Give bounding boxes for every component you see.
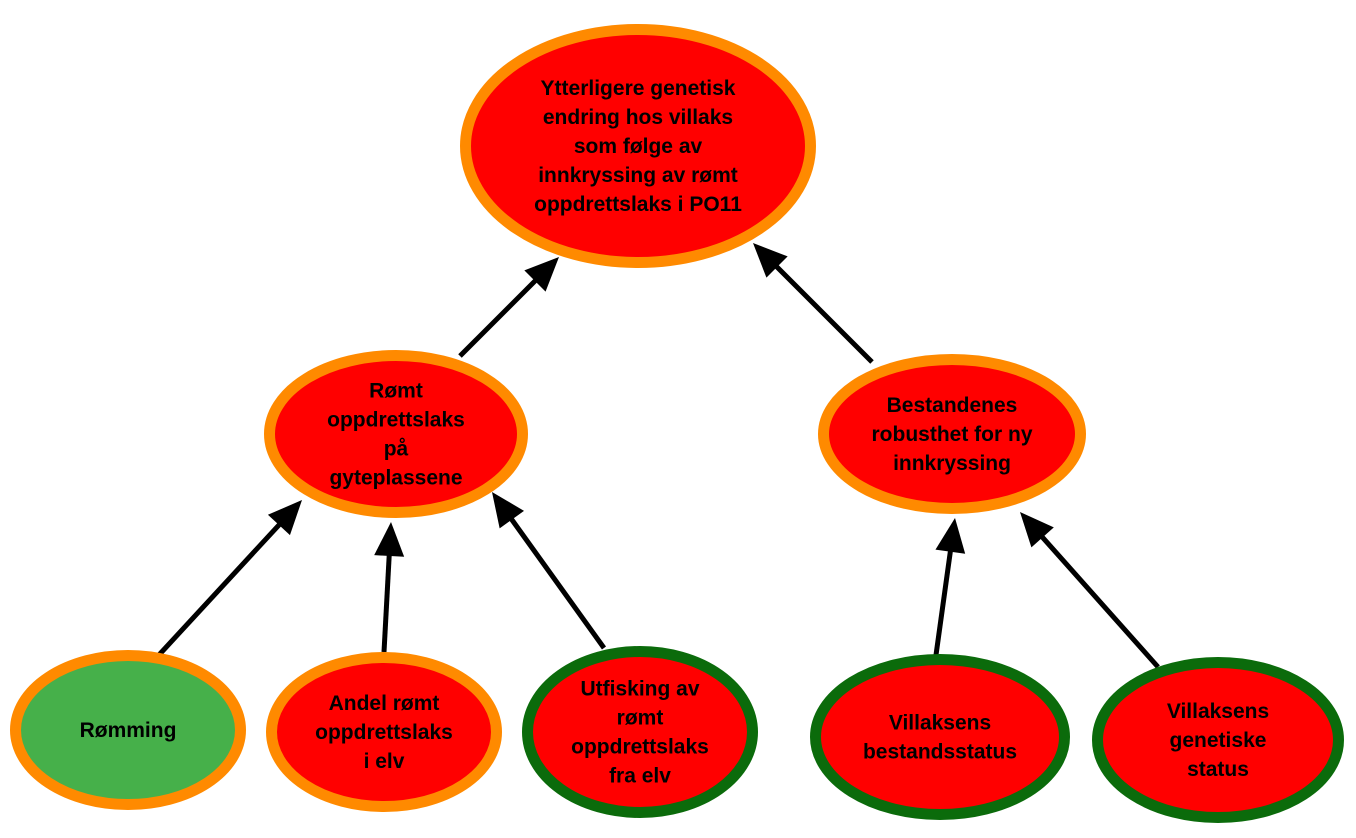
node-removal-from-river: Utfisking av rømt oppdrettslaks fra elv	[522, 646, 758, 818]
node-wild-genetic-status: Villaksens genetiske status	[1092, 657, 1344, 823]
node-label-line: som følge av	[574, 135, 703, 158]
node-label-line: endring hos villaks	[543, 106, 733, 129]
edges	[156, 243, 1160, 669]
arrow-shaft	[933, 549, 954, 656]
node-label-line: fra elv	[609, 765, 671, 788]
node-ellipse	[264, 350, 528, 518]
arrow-shaft	[156, 521, 283, 658]
node-ellipse	[460, 24, 816, 268]
node-label-line: Rømt	[369, 380, 423, 403]
node-ellipse	[522, 646, 758, 818]
arrow-wild-genetic-status-to-stock-robustness	[1020, 512, 1160, 669]
node-label-line: innkryssing av rømt	[538, 164, 738, 187]
arrowhead	[753, 243, 788, 278]
node-label-line: robusthet for ny	[872, 423, 1033, 446]
node-label-line: oppdrettslaks	[327, 409, 465, 432]
node-label-line: Villaksens	[889, 712, 991, 735]
arrowhead	[374, 522, 405, 557]
node-ellipse	[1092, 657, 1344, 823]
node-label-line: gyteplassene	[329, 467, 462, 490]
node-stock-robustness: Bestandenes robusthet for ny innkryssing	[818, 354, 1086, 514]
arrow-shaft	[458, 277, 539, 358]
node-share-escaped-in-river: Andel rømt oppdrettslaks i elv	[266, 652, 502, 812]
arrow-shaft	[773, 263, 874, 364]
arrow-escaped-on-spawning-grounds-to-top	[458, 257, 559, 358]
node-label-line: oppdrettslaks	[571, 736, 709, 759]
node-label-line: innkryssing	[893, 452, 1011, 475]
arrowhead	[1020, 512, 1054, 548]
arrow-removal-from-river-to-escaped-on-spawning-grounds	[492, 492, 607, 650]
arrowhead	[267, 500, 302, 536]
node-label-line: bestandsstatus	[863, 741, 1017, 764]
arrow-escape-to-escaped-on-spawning-grounds	[156, 500, 302, 658]
node-label-line: Andel rømt	[329, 692, 440, 715]
node-escape: Rømming	[10, 650, 246, 810]
node-label-line: Ytterligere genetisk	[541, 77, 736, 100]
node-label-line: Villaksens	[1167, 700, 1269, 723]
arrow-share-escaped-in-river-to-escaped-on-spawning-grounds	[374, 522, 405, 653]
arrow-shaft	[1039, 534, 1160, 669]
node-label-line: rømt	[617, 707, 664, 730]
arrow-shaft	[508, 516, 607, 650]
node-label-line: genetiske	[1170, 729, 1267, 752]
node-label-line: oppdrettslaks	[315, 721, 453, 744]
node-label-line: Rømming	[80, 719, 177, 742]
node-label-line: Bestandenes	[887, 394, 1018, 417]
nodes: Ytterligere genetisk endring hos villaks s…	[10, 24, 1344, 823]
arrow-stock-robustness-to-top	[753, 243, 874, 364]
node-label-line: Utfisking av	[580, 678, 699, 701]
node-label-line: i elv	[364, 750, 405, 773]
node-ellipse	[10, 650, 246, 810]
arrowhead	[935, 518, 966, 554]
node-label-line: status	[1187, 758, 1249, 781]
arrow-shaft	[381, 553, 392, 653]
node-top: Ytterligere genetisk endring hos villaks s…	[460, 24, 816, 268]
node-ellipse	[266, 652, 502, 812]
node-escaped-on-spawning-grounds: Rømt oppdrettslaks på gyteplassene	[264, 350, 528, 518]
arrow-wild-stock-status-to-stock-robustness	[933, 518, 966, 656]
node-wild-stock-status: Villaksens bestandsstatus	[810, 654, 1070, 820]
arrowhead	[524, 257, 559, 292]
arrowhead	[492, 492, 525, 529]
node-ellipse	[818, 354, 1086, 514]
node-label-line: på	[384, 438, 409, 461]
node-ellipse	[810, 654, 1070, 820]
node-label-line: oppdrettslaks i PO11	[534, 193, 742, 216]
